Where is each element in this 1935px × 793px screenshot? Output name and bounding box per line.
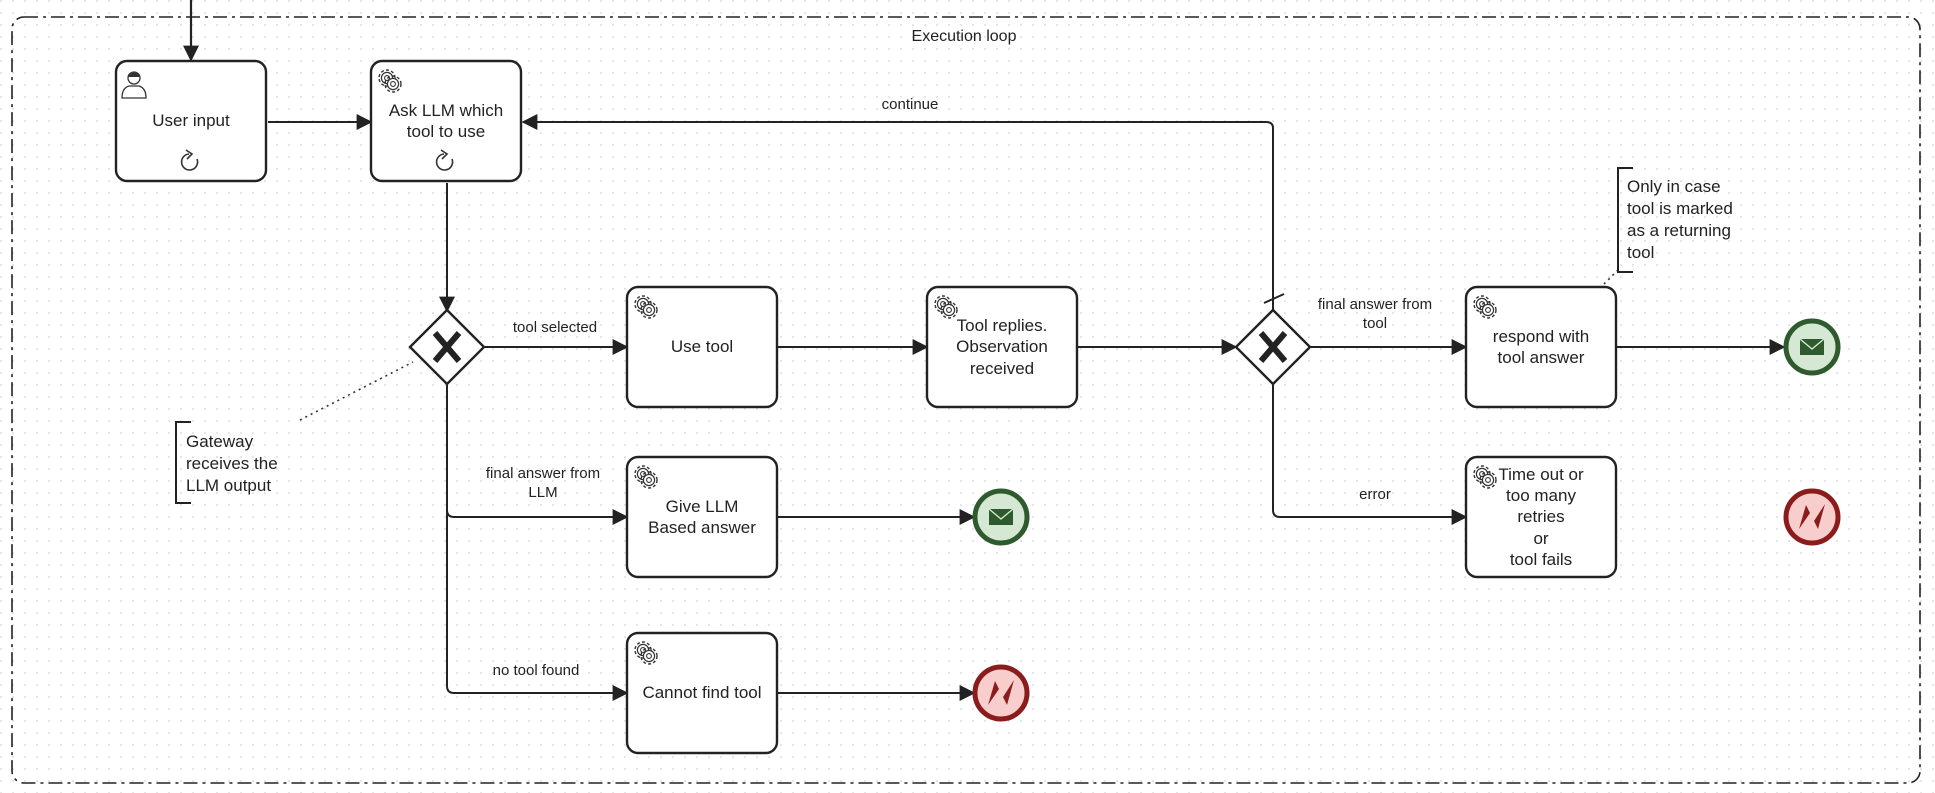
gateway-llm-output[interactable] bbox=[408, 308, 486, 386]
task-ask-llm[interactable] bbox=[369, 59, 523, 183]
task-timeout[interactable] bbox=[1464, 455, 1618, 579]
task-tool-replies[interactable] bbox=[925, 285, 1079, 409]
flow-continue[interactable] bbox=[521, 114, 1274, 310]
end-event-message-llm[interactable] bbox=[972, 488, 1030, 546]
task-label-use-tool: Use tool bbox=[670, 337, 734, 357]
exclusive-x-icon bbox=[1258, 331, 1288, 363]
flow-error[interactable] bbox=[1272, 385, 1468, 525]
task-user-input[interactable] bbox=[114, 59, 268, 183]
annotation-gateway-note: Gateway receives the LLM output bbox=[186, 432, 278, 496]
flow-label-final-answer-tool: final answer from tool bbox=[1317, 296, 1433, 332]
user-icon bbox=[121, 71, 147, 99]
task-respond-tool[interactable] bbox=[1464, 285, 1618, 409]
flow-label-no-tool-found: no tool found bbox=[492, 662, 580, 679]
lightning-icon bbox=[988, 680, 1014, 705]
pool-boundary bbox=[11, 16, 1921, 784]
loop-icon bbox=[435, 149, 454, 171]
flow-label-tool-selected: tool selected bbox=[512, 319, 598, 336]
end-event-error-notool[interactable] bbox=[972, 664, 1030, 722]
pool-title: Execution loop bbox=[911, 28, 1017, 45]
annotation-returning-note: Only in case tool is marked as a returni… bbox=[1627, 177, 1733, 263]
envelope-icon bbox=[988, 508, 1014, 525]
task-give-llm[interactable] bbox=[625, 455, 779, 579]
task-cannot-find[interactable] bbox=[625, 631, 779, 755]
annotation-bracket-gateway bbox=[175, 421, 191, 504]
exclusive-x-icon bbox=[432, 331, 462, 363]
task-label-tool-replies: Tool replies. Observation received bbox=[956, 316, 1048, 378]
task-label-user-input: User input bbox=[152, 111, 230, 131]
task-label-ask-llm: Ask LLM which tool to use bbox=[388, 100, 504, 141]
envelope-icon bbox=[1799, 338, 1825, 355]
end-event-error-timeout[interactable] bbox=[1783, 488, 1841, 546]
task-use-tool[interactable] bbox=[625, 285, 779, 409]
loop-icon bbox=[180, 149, 199, 171]
task-label-respond-tool: respond with tool answer bbox=[1492, 326, 1590, 367]
task-label-cannot-find: Cannot find tool bbox=[642, 683, 762, 703]
task-label-give-llm: Give LLM Based answer bbox=[648, 496, 756, 537]
task-label-timeout: Time out or too many retries or tool fai… bbox=[1498, 464, 1584, 569]
end-event-message-tool[interactable] bbox=[1783, 318, 1841, 376]
flow-label-continue: continue bbox=[881, 96, 939, 113]
flow-label-error: error bbox=[1359, 486, 1391, 503]
annotation-bracket-returning bbox=[1617, 167, 1633, 273]
flow-label-final-answer-llm: final answer from LLM bbox=[485, 465, 601, 501]
default-flow-marker bbox=[1263, 293, 1285, 304]
flow-no-tool-found[interactable] bbox=[446, 510, 629, 701]
lightning-icon bbox=[1799, 504, 1825, 529]
gateway-tool-result[interactable] bbox=[1234, 308, 1312, 386]
